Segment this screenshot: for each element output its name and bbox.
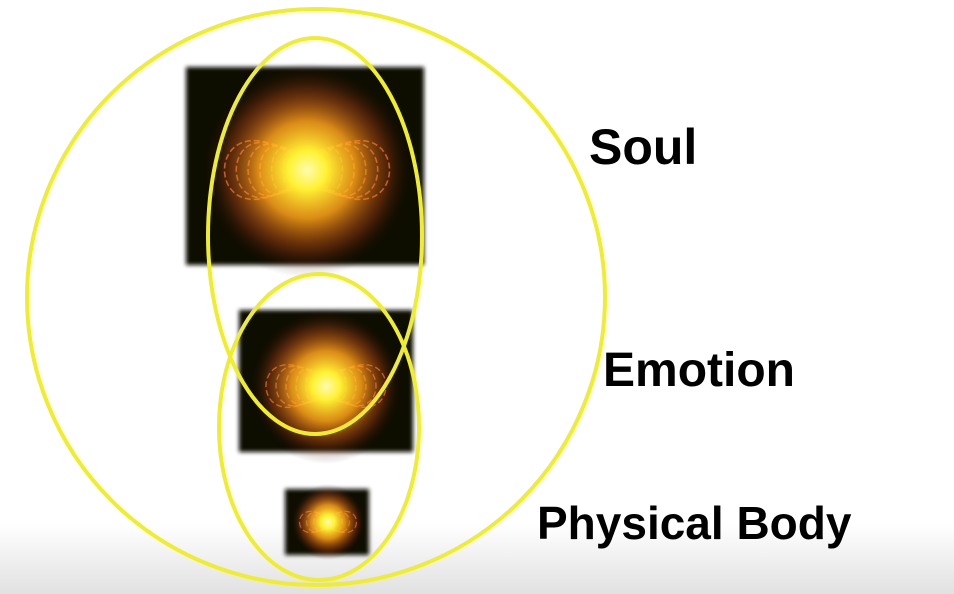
label-emotion: Emotion bbox=[603, 347, 795, 395]
label-soul: Soul bbox=[589, 122, 697, 172]
physical-body-energy-image bbox=[285, 484, 369, 560]
label-physical-body: Physical Body bbox=[537, 500, 851, 546]
